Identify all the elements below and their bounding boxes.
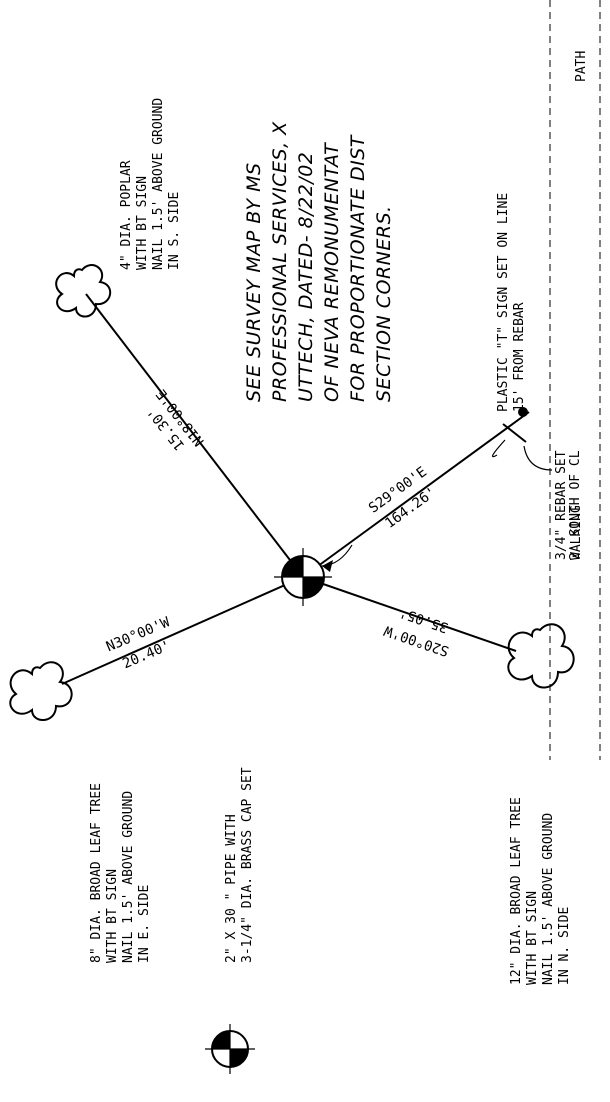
svg-text:OF NEVA REMONUMENTAT: OF NEVA REMONUMENTAT: [321, 142, 343, 402]
tree-symbol-leaf-8: [9, 661, 73, 721]
svg-text:NAIL 1.5' ABOVE GROUND: NAIL 1.5' ABOVE GROUND: [151, 98, 166, 270]
rebar-leader: [523, 445, 553, 471]
monument-symbol: [274, 548, 332, 606]
svg-text:12" DIA. BROAD LEAF TREE: 12" DIA. BROAD LEAF TREE: [509, 797, 524, 985]
tree-symbol-poplar: [55, 264, 111, 318]
svg-text:PLASTIC "T" SIGN SET ON LINE: PLASTIC "T" SIGN SET ON LINE: [496, 193, 511, 412]
svg-text:IN E. SIDE: IN E. SIDE: [137, 885, 152, 963]
line-to-rebar: [302, 411, 530, 578]
line-to-poplar: [85, 293, 304, 578]
svg-text:8" DIA. BROAD LEAF TREE: 8" DIA. BROAD LEAF TREE: [89, 783, 104, 963]
svg-text:UTTECH, DATED- 8/22/02: UTTECH, DATED- 8/22/02: [295, 152, 317, 402]
pipe-note: 2" X 30 " PIPE WITH 3-1/4" DIA. BRASS CA…: [224, 767, 255, 963]
monument-leader: [321, 544, 353, 567]
svg-text:3/4" REBAR SET: 3/4" REBAR SET: [554, 450, 569, 560]
leaf-12-note: 12" DIA. BROAD LEAF TREE WITH BT SIGN NA…: [509, 797, 572, 985]
svg-text:PROFESSIONAL SERVICES, X: PROFESSIONAL SERVICES, X: [269, 121, 291, 402]
svg-text:SEE SURVEY MAP BY MS: SEE SURVEY MAP BY MS: [243, 162, 265, 402]
svg-text:WITH BT SIGN: WITH BT SIGN: [105, 869, 120, 963]
line-to-leaf-8: [61, 576, 304, 685]
svg-text:4" DIA. POPLAR: 4" DIA. POPLAR: [119, 160, 134, 270]
legend-monument-symbol: [205, 1024, 255, 1074]
svg-text:15' FROM REBAR: 15' FROM REBAR: [512, 302, 527, 412]
svg-text:2" X 30 " PIPE WITH: 2" X 30 " PIPE WITH: [224, 814, 239, 963]
rebar-label: 3/4" REBAR SET 2' SOUTH OF CL: [554, 450, 583, 560]
tree-symbol-leaf-12: [507, 623, 575, 689]
svg-text:IN S. SIDE: IN S. SIDE: [167, 192, 182, 270]
sign-tick: [502, 423, 527, 443]
leaf-8-note: 8" DIA. BROAD LEAF TREE WITH BT SIGN NAI…: [89, 783, 152, 963]
svg-text:NAIL 1.5' ABOVE GROUND: NAIL 1.5' ABOVE GROUND: [541, 813, 556, 985]
survey-map-note: SEE SURVEY MAP BY MS PROFESSIONAL SERVIC…: [243, 121, 395, 402]
path-label: PATH: [574, 51, 589, 82]
svg-text:NAIL 1.5' ABOVE GROUND: NAIL 1.5' ABOVE GROUND: [121, 791, 136, 963]
walking-label: WALKING: [569, 505, 584, 560]
line-to-leaf-12: [302, 576, 517, 652]
monument-leader-arrow: [322, 560, 333, 572]
svg-text:WITH BT SIGN: WITH BT SIGN: [525, 891, 540, 985]
svg-text:FOR PROPORTIONATE DIST: FOR PROPORTIONATE DIST: [347, 134, 369, 402]
svg-text:IN N. SIDE: IN N. SIDE: [557, 907, 572, 985]
plastic-sign-note: PLASTIC "T" SIGN SET ON LINE 15' FROM RE…: [496, 193, 527, 412]
poplar-note: 4" DIA. POPLAR WITH BT SIGN NAIL 1.5' AB…: [119, 98, 182, 270]
sign-leader: [491, 439, 506, 458]
svg-text:3-1/4" DIA. BRASS CAP SET: 3-1/4" DIA. BRASS CAP SET: [240, 767, 255, 963]
rebar-marker: [518, 407, 528, 417]
svg-text:2' SOUTH OF CL: 2' SOUTH OF CL: [568, 450, 583, 560]
svg-text:WITH BT SIGN: WITH BT SIGN: [135, 176, 150, 270]
svg-text:SECTION CORNERS.: SECTION CORNERS.: [373, 205, 395, 402]
